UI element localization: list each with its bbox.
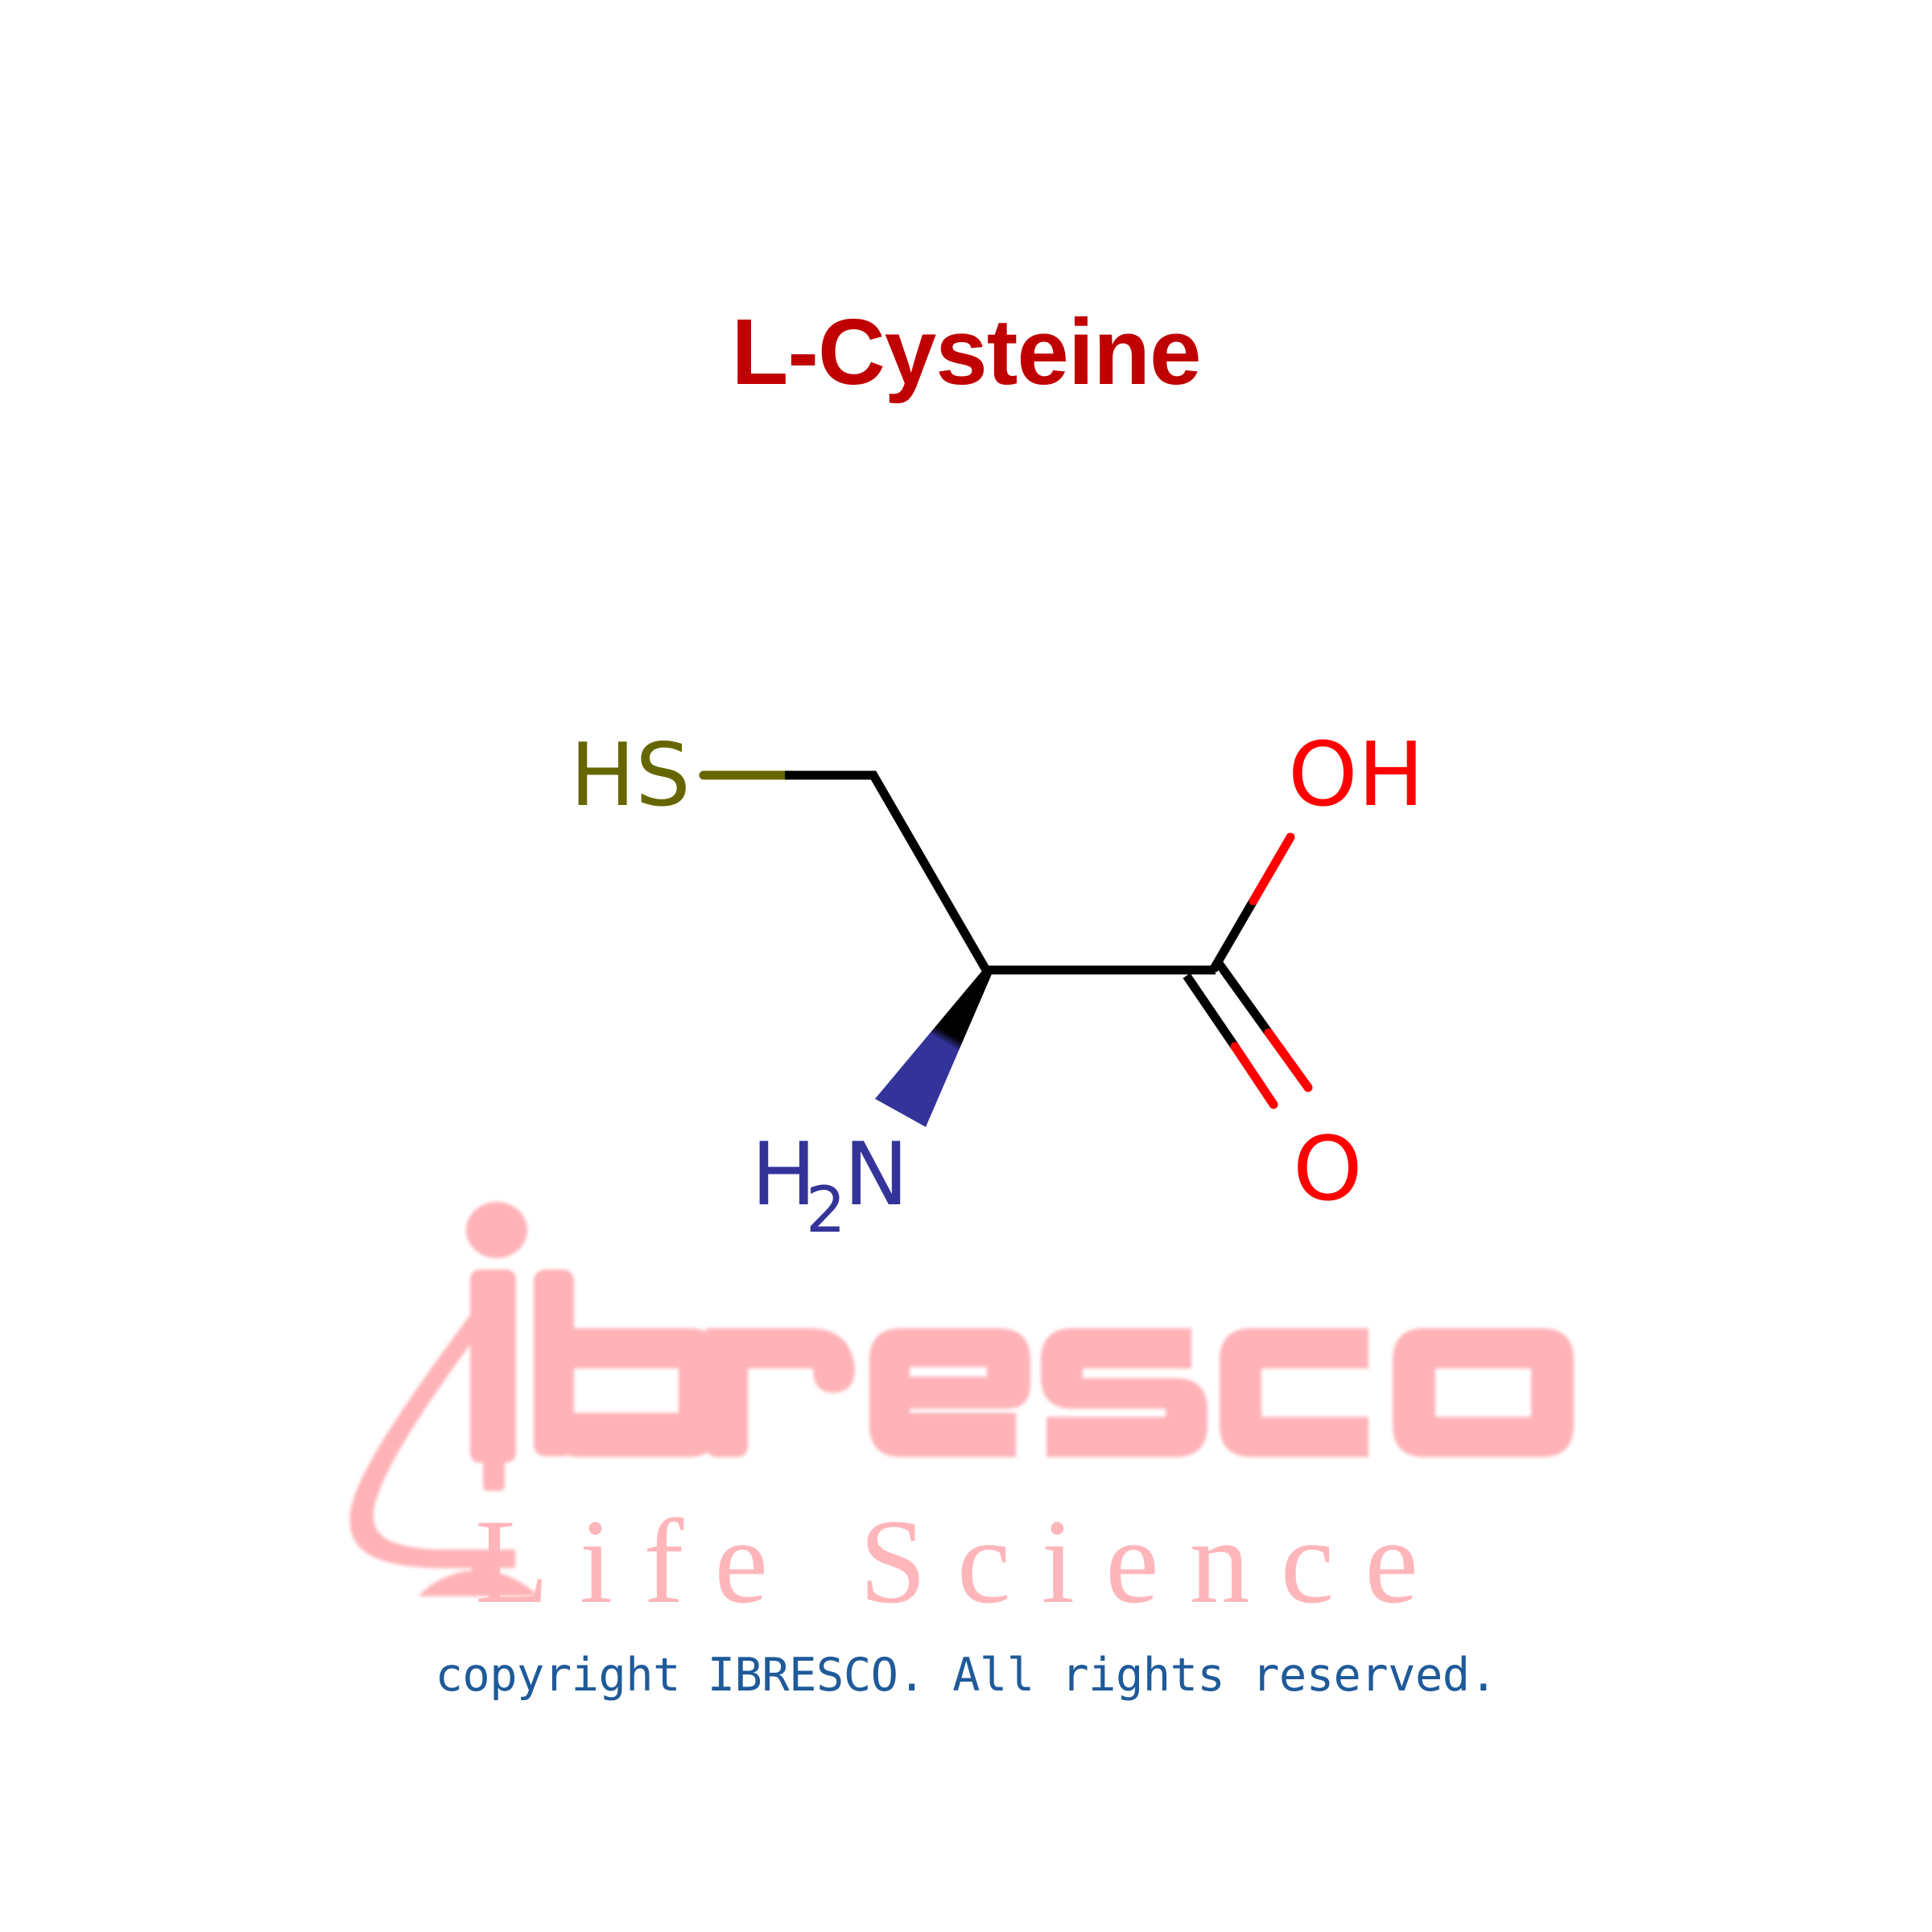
amine-subscript: 2 bbox=[806, 1174, 846, 1247]
bond-c-o-inner-carbon-half bbox=[1216, 961, 1273, 1036]
compound-title: L-Cysteine bbox=[731, 299, 1201, 404]
atom-label-amine: H 2 N bbox=[751, 1125, 909, 1247]
wedge-bond-ca-n bbox=[875, 966, 992, 1127]
microscope-icon bbox=[349, 1202, 539, 1596]
bond-c-o-outer-oxygen-half bbox=[1230, 1042, 1278, 1109]
copyright-notice: copyright IBRESCO. All rights reserved. bbox=[435, 1649, 1497, 1702]
watermark-tagline: Life Science bbox=[475, 1495, 1449, 1629]
bond-c-oh-carbon-half bbox=[1209, 898, 1257, 972]
amine-n: N bbox=[844, 1125, 909, 1225]
amine-h: H bbox=[751, 1125, 816, 1225]
atom-label-thiol: HS bbox=[570, 725, 691, 826]
watermark-brand bbox=[534, 1269, 1574, 1457]
bond-cb-ca bbox=[869, 770, 990, 972]
bond-c-oh-oxygen-half bbox=[1249, 832, 1295, 906]
atom-label-carbonyl-oxygen: O bbox=[1293, 1117, 1363, 1220]
atom-label-hydroxyl: OH bbox=[1288, 723, 1424, 826]
bond-c-o-inner-oxygen-half bbox=[1264, 1028, 1313, 1092]
bond-c-o-outer-carbon-half bbox=[1183, 972, 1239, 1050]
